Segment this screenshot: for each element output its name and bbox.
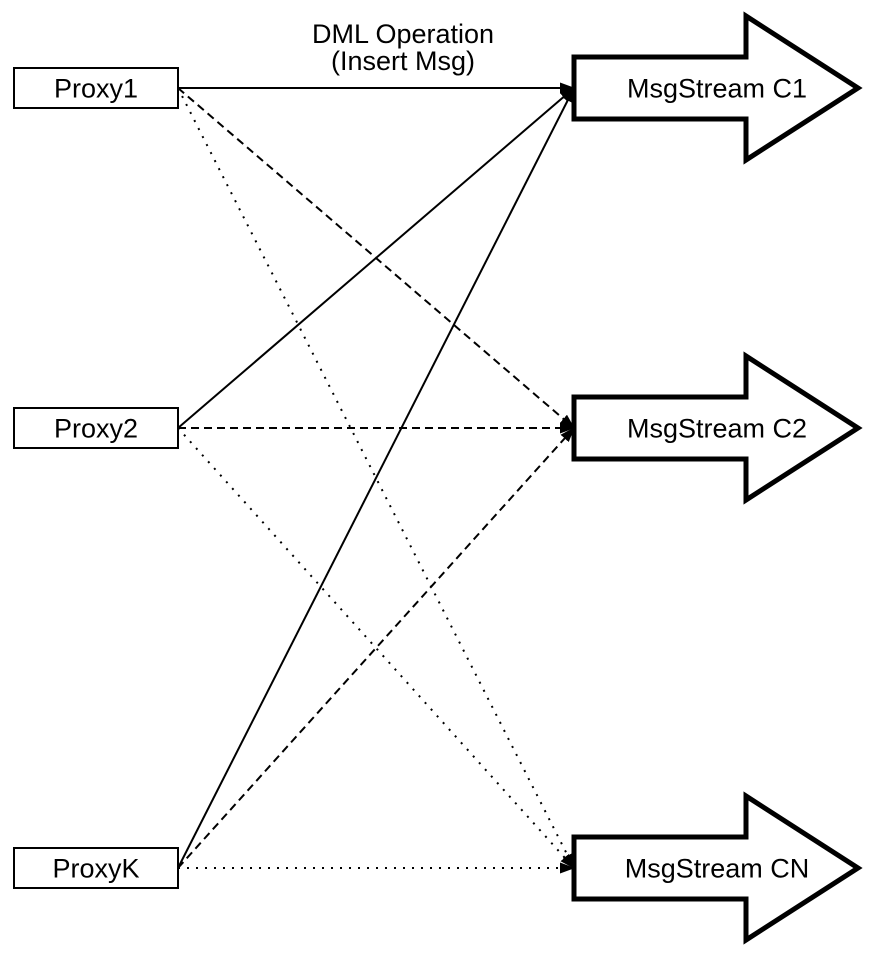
proxy1-label: Proxy1	[54, 74, 138, 104]
edge-proxyk-c2	[177, 427, 575, 869]
diagram-title-line2: (Insert Msg)	[331, 46, 475, 76]
proxy2-node: Proxy2	[13, 407, 179, 449]
edge-proxy2-cn	[177, 427, 575, 869]
edge-proxyk-c1	[177, 87, 575, 869]
msgstream-c2-label: MsgStream C2	[627, 414, 807, 444]
proxy1-box	[13, 67, 179, 109]
msgstream-c2-arrow	[571, 351, 863, 505]
proxyk-label: ProxyK	[52, 854, 139, 884]
proxy2-label: Proxy2	[54, 414, 138, 444]
proxyk-node: ProxyK	[13, 847, 179, 889]
edge-proxy2-c1	[177, 87, 575, 429]
msgstream-c1-arrow	[571, 11, 863, 165]
msgstream-cn-arrow	[571, 791, 863, 945]
msgstream-c2-node: MsgStream C2	[571, 351, 863, 505]
proxyk-box	[13, 847, 179, 889]
diagram-title-line1: DML Operation	[312, 19, 494, 49]
proxy2-box	[13, 407, 179, 449]
msgstream-c1-node: MsgStream C1	[571, 11, 863, 165]
msgstream-cn-label: MsgStream CN	[625, 854, 810, 884]
proxy1-node: Proxy1	[13, 67, 179, 109]
msgstream-c1-label: MsgStream C1	[627, 74, 807, 104]
msgstream-cn-node: MsgStream CN	[571, 791, 863, 945]
edge-proxy1-cn	[177, 87, 575, 869]
edge-layer	[177, 82, 575, 874]
diagram-title: DML Operation (Insert Msg)	[312, 19, 494, 76]
